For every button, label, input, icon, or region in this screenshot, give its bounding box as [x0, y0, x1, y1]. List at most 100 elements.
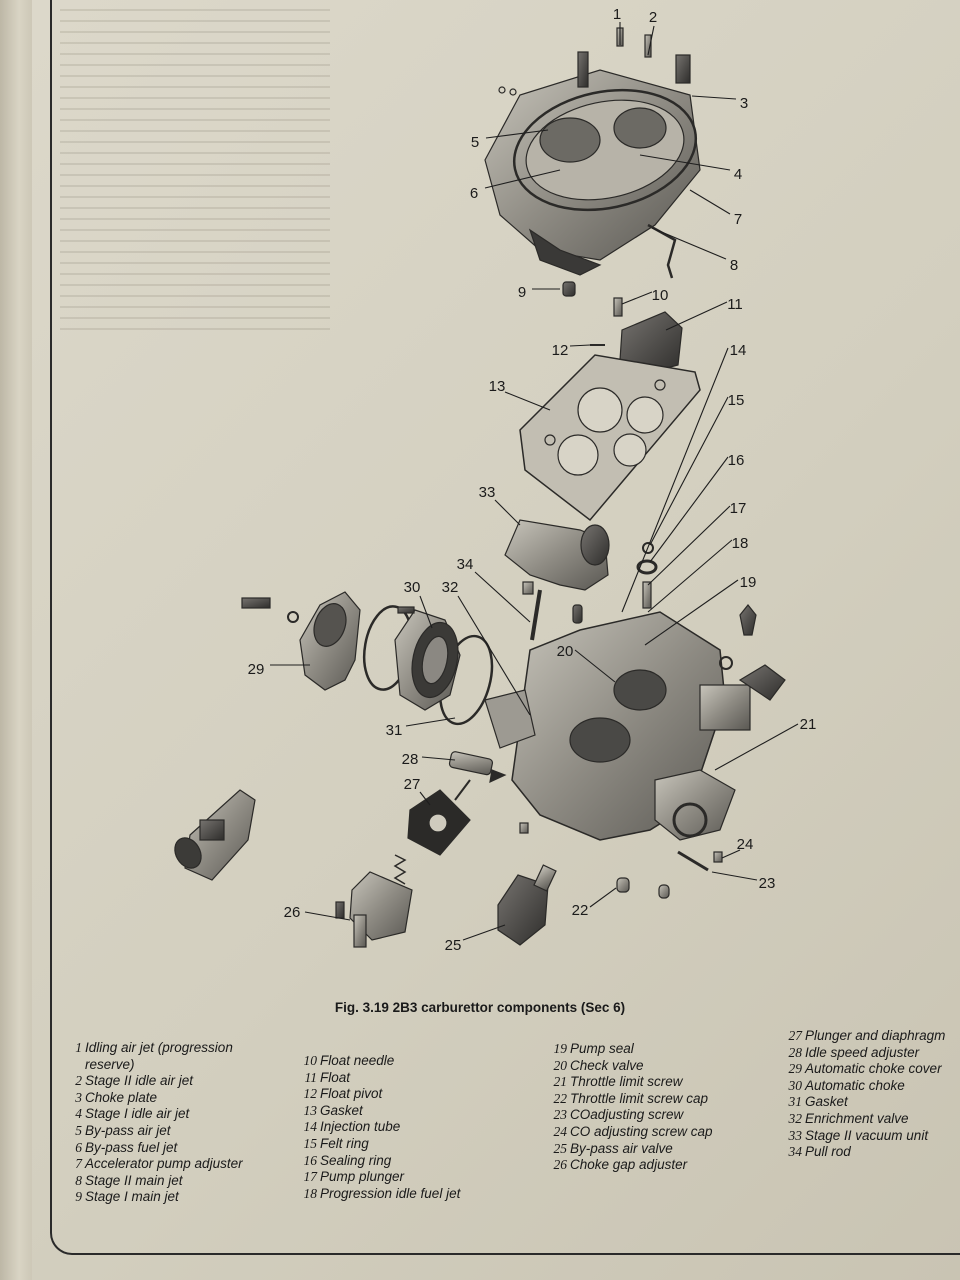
- callout-4: 4: [734, 166, 742, 183]
- float-parts: [562, 281, 683, 376]
- callout-leader-28: [421, 756, 456, 761]
- callout-leader-19: [644, 579, 739, 646]
- legend-number: 28: [788, 1044, 803, 1060]
- legend-text: Automatic choke cover: [805, 1061, 942, 1077]
- legend-text: Idling air jet (progression: [85, 1040, 233, 1055]
- callout-leader-15: [649, 396, 729, 546]
- callout-leader-32: [457, 595, 531, 716]
- legend-number: 30: [788, 1077, 803, 1093]
- legend-number: 7: [75, 1156, 82, 1172]
- legend-number: 22: [553, 1090, 568, 1106]
- legend-number: 29: [788, 1061, 803, 1077]
- callout-leader-23: [711, 871, 758, 881]
- carburettor-top-cover: [484, 51, 701, 276]
- book-page: [32, 0, 960, 1280]
- legend-text: Pull rod: [805, 1144, 851, 1160]
- callout-17: 17: [730, 500, 747, 517]
- legend-text: Injection tube: [320, 1119, 401, 1135]
- legend-text: Enrichment valve: [805, 1110, 909, 1126]
- legend-number: 26: [553, 1157, 568, 1173]
- legend-number: 1: [75, 1040, 82, 1055]
- small-caps: [519, 822, 723, 899]
- callout-26: 26: [284, 904, 301, 921]
- callout-leader-12: [569, 344, 591, 347]
- callout-27: 27: [404, 776, 421, 793]
- callout-24: 24: [737, 836, 754, 853]
- legend-number: 24: [553, 1123, 568, 1139]
- callout-6: 6: [470, 185, 478, 202]
- legend-number: 6: [75, 1139, 82, 1155]
- gasket-plate: [519, 354, 701, 522]
- callout-5: 5: [471, 134, 479, 151]
- callout-leader-24: [721, 849, 741, 859]
- page-frame: [50, 0, 960, 1255]
- legend-number: 18: [303, 1185, 318, 1201]
- legend-text: Throttle limit screw cap: [570, 1090, 709, 1106]
- legend-number: 14: [303, 1119, 318, 1135]
- legend-text: Stage II idle air jet: [85, 1073, 194, 1089]
- legend-text: By-pass air jet: [85, 1122, 171, 1138]
- legend-number: 27: [788, 1028, 803, 1043]
- legend-number: 3: [75, 1089, 82, 1105]
- legend-text: Choke gap adjuster: [570, 1157, 688, 1173]
- callout-1: 1: [613, 6, 621, 23]
- legend-text: COadjusting screw: [570, 1107, 684, 1123]
- callout-leaders: [270, 22, 799, 941]
- callout-12: 12: [552, 342, 569, 359]
- legend-number: 25: [553, 1140, 568, 1156]
- callout-leader-2: [647, 25, 655, 56]
- callout-leader-11: [665, 301, 728, 331]
- callout-14: 14: [730, 342, 747, 359]
- legend-number: 13: [303, 1102, 318, 1118]
- callout-leader-17: [647, 505, 731, 586]
- legend-number: 12: [303, 1086, 318, 1102]
- callout-21: 21: [800, 716, 817, 733]
- legend-number: 33: [788, 1127, 803, 1143]
- figure-caption: Fig. 3.19 2B3 carburettor components (Se…: [334, 1000, 626, 1015]
- callout-31: 31: [386, 722, 403, 739]
- callout-leader-22: [589, 887, 617, 908]
- legend-text: Gasket: [320, 1102, 363, 1118]
- legend-number: 31: [788, 1094, 803, 1110]
- carburettor-exploded-diagram: 1234567891011121314151617181920212223242…: [174, 6, 817, 954]
- legend-number: 11: [304, 1069, 318, 1085]
- idle-speed-adjuster: [448, 751, 507, 784]
- callout-leader-30: [419, 595, 433, 629]
- callout-leader-33: [494, 499, 521, 526]
- legend-text: Throttle limit screw: [570, 1074, 683, 1090]
- callout-leader-8: [651, 227, 727, 260]
- legend-text: Pump plunger: [320, 1169, 405, 1185]
- callout-leader-25: [462, 924, 506, 941]
- callout-10: 10: [652, 287, 669, 304]
- callout-19: 19: [740, 574, 757, 591]
- callout-leader-31: [405, 717, 456, 727]
- legend-text: Check valve: [570, 1057, 644, 1073]
- callout-leader-7: [689, 189, 731, 215]
- legend-number: 10: [303, 1053, 318, 1068]
- legend-text: By-pass air valve: [570, 1140, 673, 1156]
- stage-ii-vacuum-unit: [504, 519, 610, 641]
- legend-number: 21: [553, 1074, 568, 1090]
- callout-leader-21: [714, 723, 799, 771]
- legend-number: 34: [788, 1144, 803, 1160]
- legend-number: 5: [75, 1122, 82, 1138]
- callout-33: 33: [479, 484, 496, 501]
- legend-text: Stage I main jet: [85, 1189, 179, 1205]
- callout-28: 28: [402, 751, 419, 768]
- callout-leader-10: [621, 291, 653, 305]
- legend-text: Float needle: [320, 1053, 395, 1068]
- callout-leader-18: [647, 539, 733, 613]
- callout-18: 18: [732, 535, 749, 552]
- legend-number: 15: [303, 1135, 318, 1151]
- callout-leader-4: [639, 154, 731, 171]
- legend-text: Idle speed adjuster: [805, 1044, 920, 1060]
- by-pass-air-valve: [497, 864, 557, 946]
- callout-22: 22: [572, 902, 589, 919]
- legend-text: By-pass fuel jet: [85, 1139, 178, 1155]
- legend-number: 2: [75, 1073, 82, 1089]
- automatic-choke-cover: [241, 591, 361, 691]
- callout-32: 32: [442, 579, 459, 596]
- legend-number: 9: [75, 1189, 82, 1205]
- legend-text: Gasket: [805, 1094, 848, 1110]
- legend-number: 32: [788, 1110, 803, 1126]
